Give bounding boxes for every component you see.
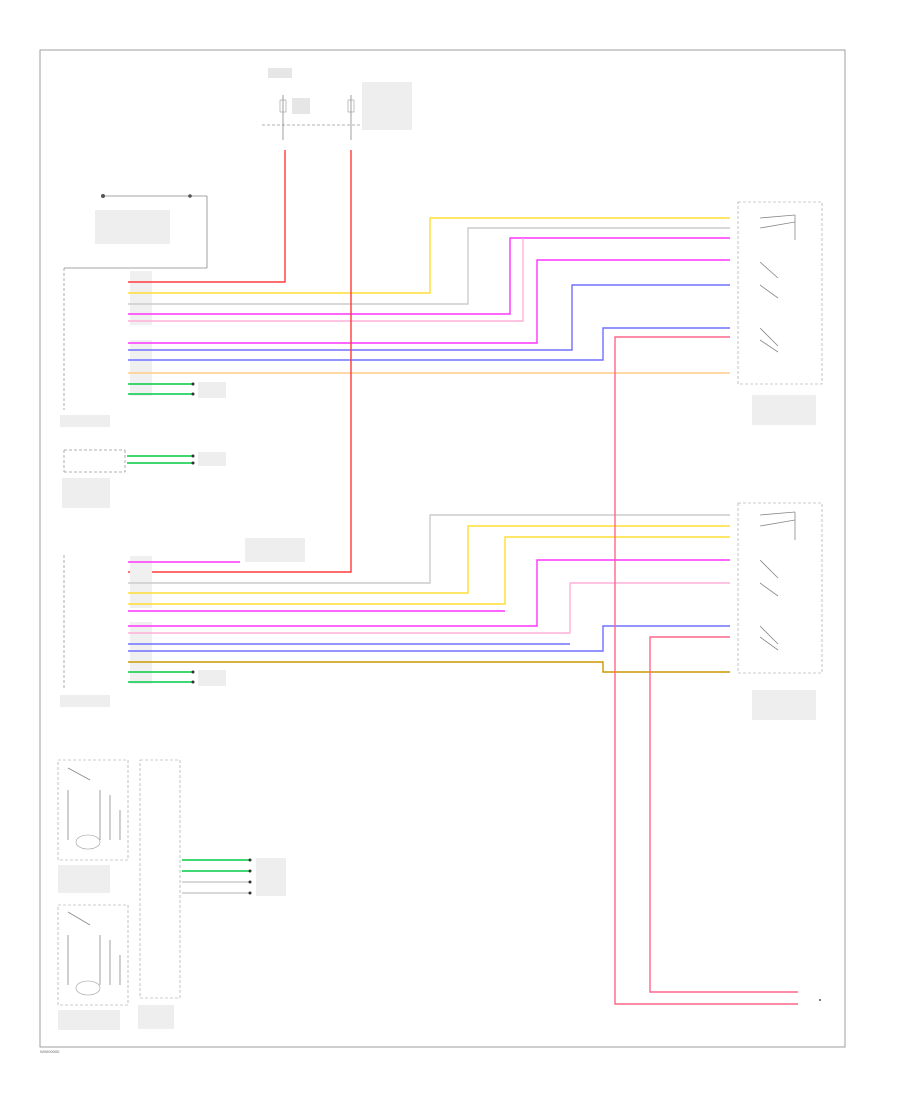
return-wires	[614, 336, 821, 1005]
footer-code: W0000000	[40, 1049, 60, 1054]
passenger-door-module	[60, 538, 305, 707]
bottom-left-switch-upper	[57, 759, 129, 893]
middle-connector	[62, 449, 226, 508]
passenger-wires	[128, 514, 730, 686]
control-unit	[138, 759, 286, 1029]
passenger-feed-wire	[128, 150, 352, 573]
bottom-left-switch-lower	[57, 904, 129, 1030]
diagram-frame	[39, 49, 846, 1048]
left-front-door-switch	[737, 201, 823, 425]
ground-connector	[95, 194, 208, 268]
right-front-door-switch	[737, 502, 823, 720]
driver-door-module	[60, 267, 207, 427]
driver-wires	[128, 150, 730, 398]
fuse-block	[262, 68, 412, 140]
